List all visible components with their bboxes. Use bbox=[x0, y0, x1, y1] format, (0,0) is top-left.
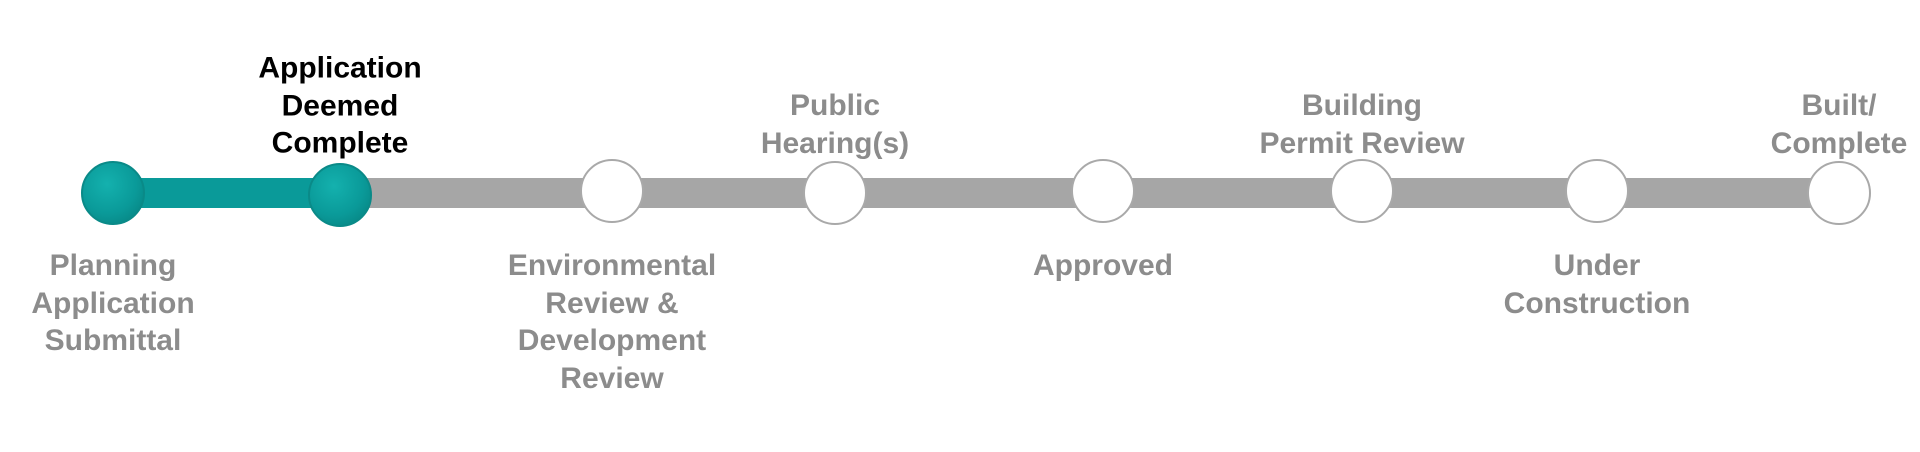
stage-label-application-deemed-complete: Application Deemed Complete bbox=[258, 51, 422, 160]
stage-label-under-construction: Under Construction bbox=[1503, 249, 1691, 320]
stage-node-environmental-review bbox=[580, 159, 644, 223]
stage-node-under-construction bbox=[1565, 159, 1629, 223]
stage-node-built-complete bbox=[1807, 161, 1871, 225]
stage-node-application-deemed-complete bbox=[308, 163, 372, 227]
stage-label-approved: Approved bbox=[1032, 249, 1173, 282]
stage-node-public-hearings bbox=[803, 161, 867, 225]
timeline-progress-track bbox=[113, 178, 340, 208]
stage-node-building-permit-review bbox=[1330, 159, 1394, 223]
stage-label-public-hearings: Public Hearing(s) bbox=[760, 89, 910, 160]
stage-label-building-permit-review: Building Permit Review bbox=[1259, 89, 1465, 160]
stage-label-planning-application-submittal: Planning Application Submittal bbox=[31, 249, 195, 357]
stage-node-planning-application-submittal bbox=[81, 161, 145, 225]
timeline-track bbox=[113, 178, 1839, 208]
stage-node-approved bbox=[1071, 159, 1135, 223]
stage-label-built-complete: Built/ Complete bbox=[1770, 89, 1908, 160]
stage-label-environmental-review: Environmental Review & Development Revie… bbox=[507, 249, 717, 395]
